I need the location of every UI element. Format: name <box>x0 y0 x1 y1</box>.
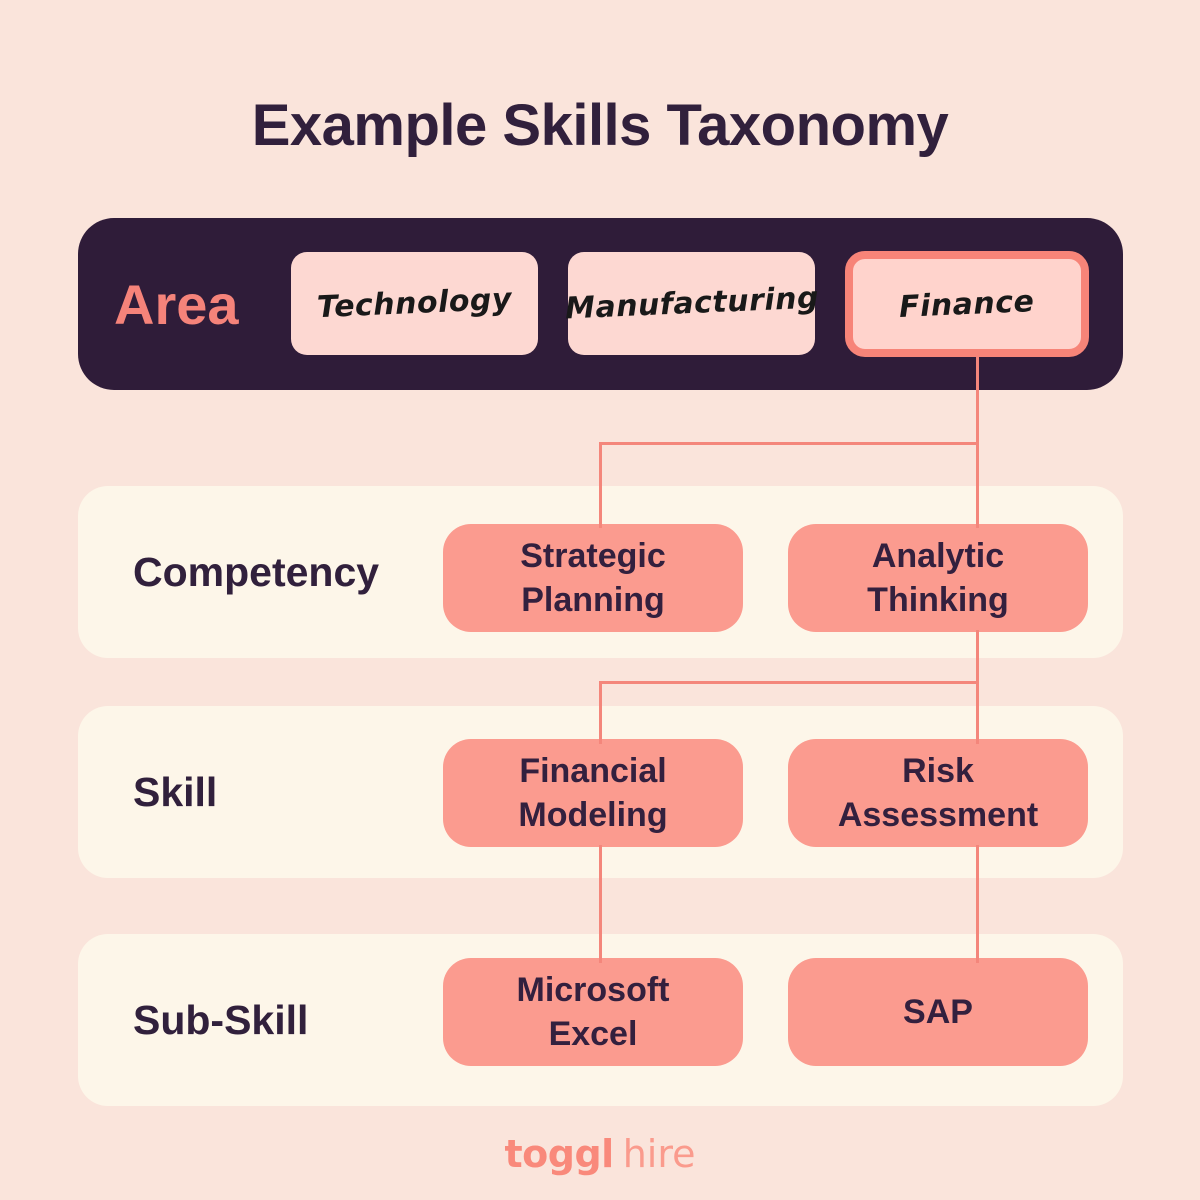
connector-analytic-thinking-vertical <box>976 630 979 744</box>
node-sap: SAP <box>788 958 1088 1066</box>
area-box-finance-label: Finance <box>898 283 1036 325</box>
toggl-hire-logo: toggl hire <box>0 1132 1200 1176</box>
area-box-technology-label: Technology <box>316 281 513 326</box>
page-title: Example Skills Taxonomy <box>251 93 949 158</box>
area-box-finance-highlighted: Finance <box>845 251 1089 357</box>
row-subskill-label: Sub-Skill <box>133 996 309 1043</box>
node-analytic-thinking: Analytic Thinking <box>788 524 1088 632</box>
row-competency: Competency Strategic Planning Analytic T… <box>78 486 1123 658</box>
node-financial-modeling-label: Financial Modeling <box>518 752 668 834</box>
connector-strategic-planning-drop <box>599 442 602 528</box>
node-microsoft-excel-label: Microsoft Excel <box>516 971 670 1053</box>
logo-toggl-text: toggl <box>504 1132 614 1176</box>
connector-risk-to-sap <box>976 845 979 963</box>
node-strategic-planning: Strategic Planning <box>443 524 743 632</box>
node-risk-assessment-label: Risk Assessment <box>837 752 1039 834</box>
node-microsoft-excel: Microsoft Excel <box>443 958 743 1066</box>
node-analytic-thinking-label: Analytic Thinking <box>867 537 1009 619</box>
connector-competency-branch-horizontal <box>599 442 979 445</box>
row-competency-label: Competency <box>133 548 380 595</box>
node-strategic-planning-label: Strategic Planning <box>520 537 666 619</box>
node-risk-assessment: Risk Assessment <box>788 739 1088 847</box>
connector-skill-branch-horizontal <box>599 681 979 684</box>
node-sap-label: SAP <box>903 993 973 1031</box>
area-box-technology: Technology <box>291 252 538 355</box>
connector-modeling-to-excel <box>599 845 602 963</box>
logo-hire-text: hire <box>622 1132 696 1176</box>
row-skill-label: Skill <box>133 768 218 815</box>
connector-financial-modeling-drop <box>599 681 602 744</box>
area-label: Area <box>114 272 239 336</box>
node-financial-modeling: Financial Modeling <box>443 739 743 847</box>
area-box-manufacturing-label: Manufacturing <box>563 280 820 327</box>
area-bar: Area Technology Manufacturing Finance <box>78 218 1123 390</box>
area-box-manufacturing: Manufacturing <box>564 252 819 355</box>
